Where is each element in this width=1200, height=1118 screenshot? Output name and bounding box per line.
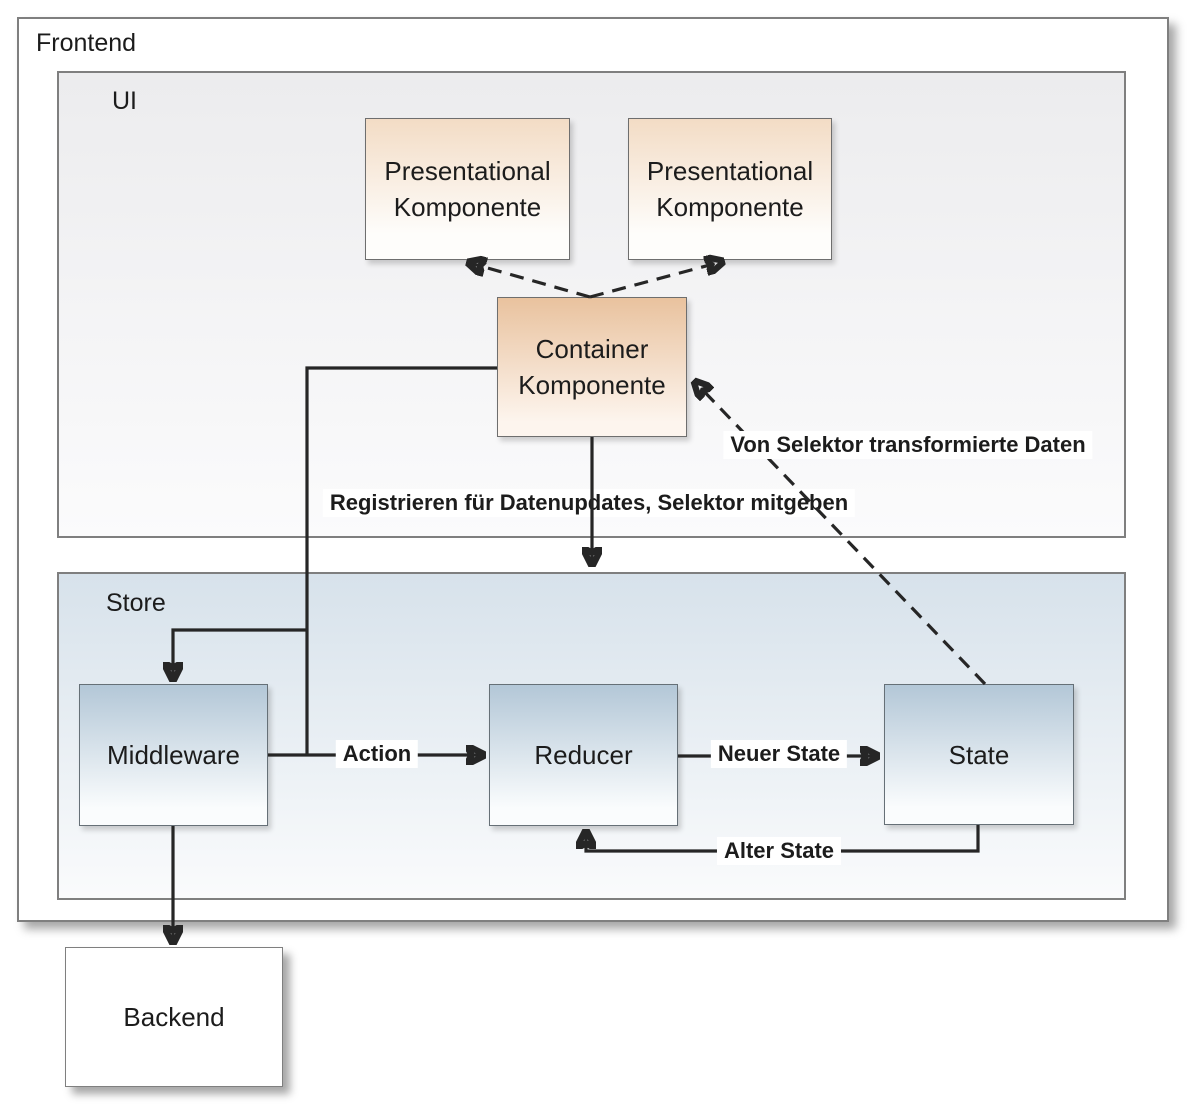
- node-reducer: Reducer: [489, 684, 678, 826]
- frontend-label: Frontend: [36, 29, 137, 57]
- node-state: State: [884, 684, 1074, 825]
- ui-label: UI: [112, 87, 137, 115]
- edge-label-selector-data: Von Selektor transformierte Daten: [723, 431, 1093, 459]
- node-label-line: Reducer: [534, 740, 633, 770]
- node-label-line: Presentational: [646, 156, 814, 186]
- node-label-line: State: [948, 739, 1010, 770]
- node-middleware: Middleware: [79, 684, 268, 826]
- node-label-line: Komponente: [656, 192, 804, 222]
- node-label-line: Presentational: [384, 156, 551, 186]
- node-label-line: Komponente: [518, 370, 666, 400]
- node-presentational-komponente-2: Presentational Komponente: [628, 118, 832, 260]
- node-container-komponente: Container Komponente: [497, 297, 687, 437]
- node-label-line: Container: [535, 334, 649, 364]
- node-backend: Backend: [65, 947, 283, 1087]
- node-presentational-komponente-1: Presentational Komponente: [365, 118, 570, 260]
- edge-label-register: Registrieren für Datenupdates, Selektor …: [322, 489, 856, 517]
- node-label-line: Backend: [123, 1002, 225, 1032]
- node-label-line: Middleware: [107, 740, 240, 770]
- edge-label-alter-state: Alter State: [716, 837, 842, 865]
- edge-label-action: Action: [335, 740, 419, 768]
- node-label-line: Komponente: [393, 192, 542, 222]
- store-label: Store: [106, 589, 166, 617]
- edge-label-neuer-state: Neuer State: [710, 740, 848, 768]
